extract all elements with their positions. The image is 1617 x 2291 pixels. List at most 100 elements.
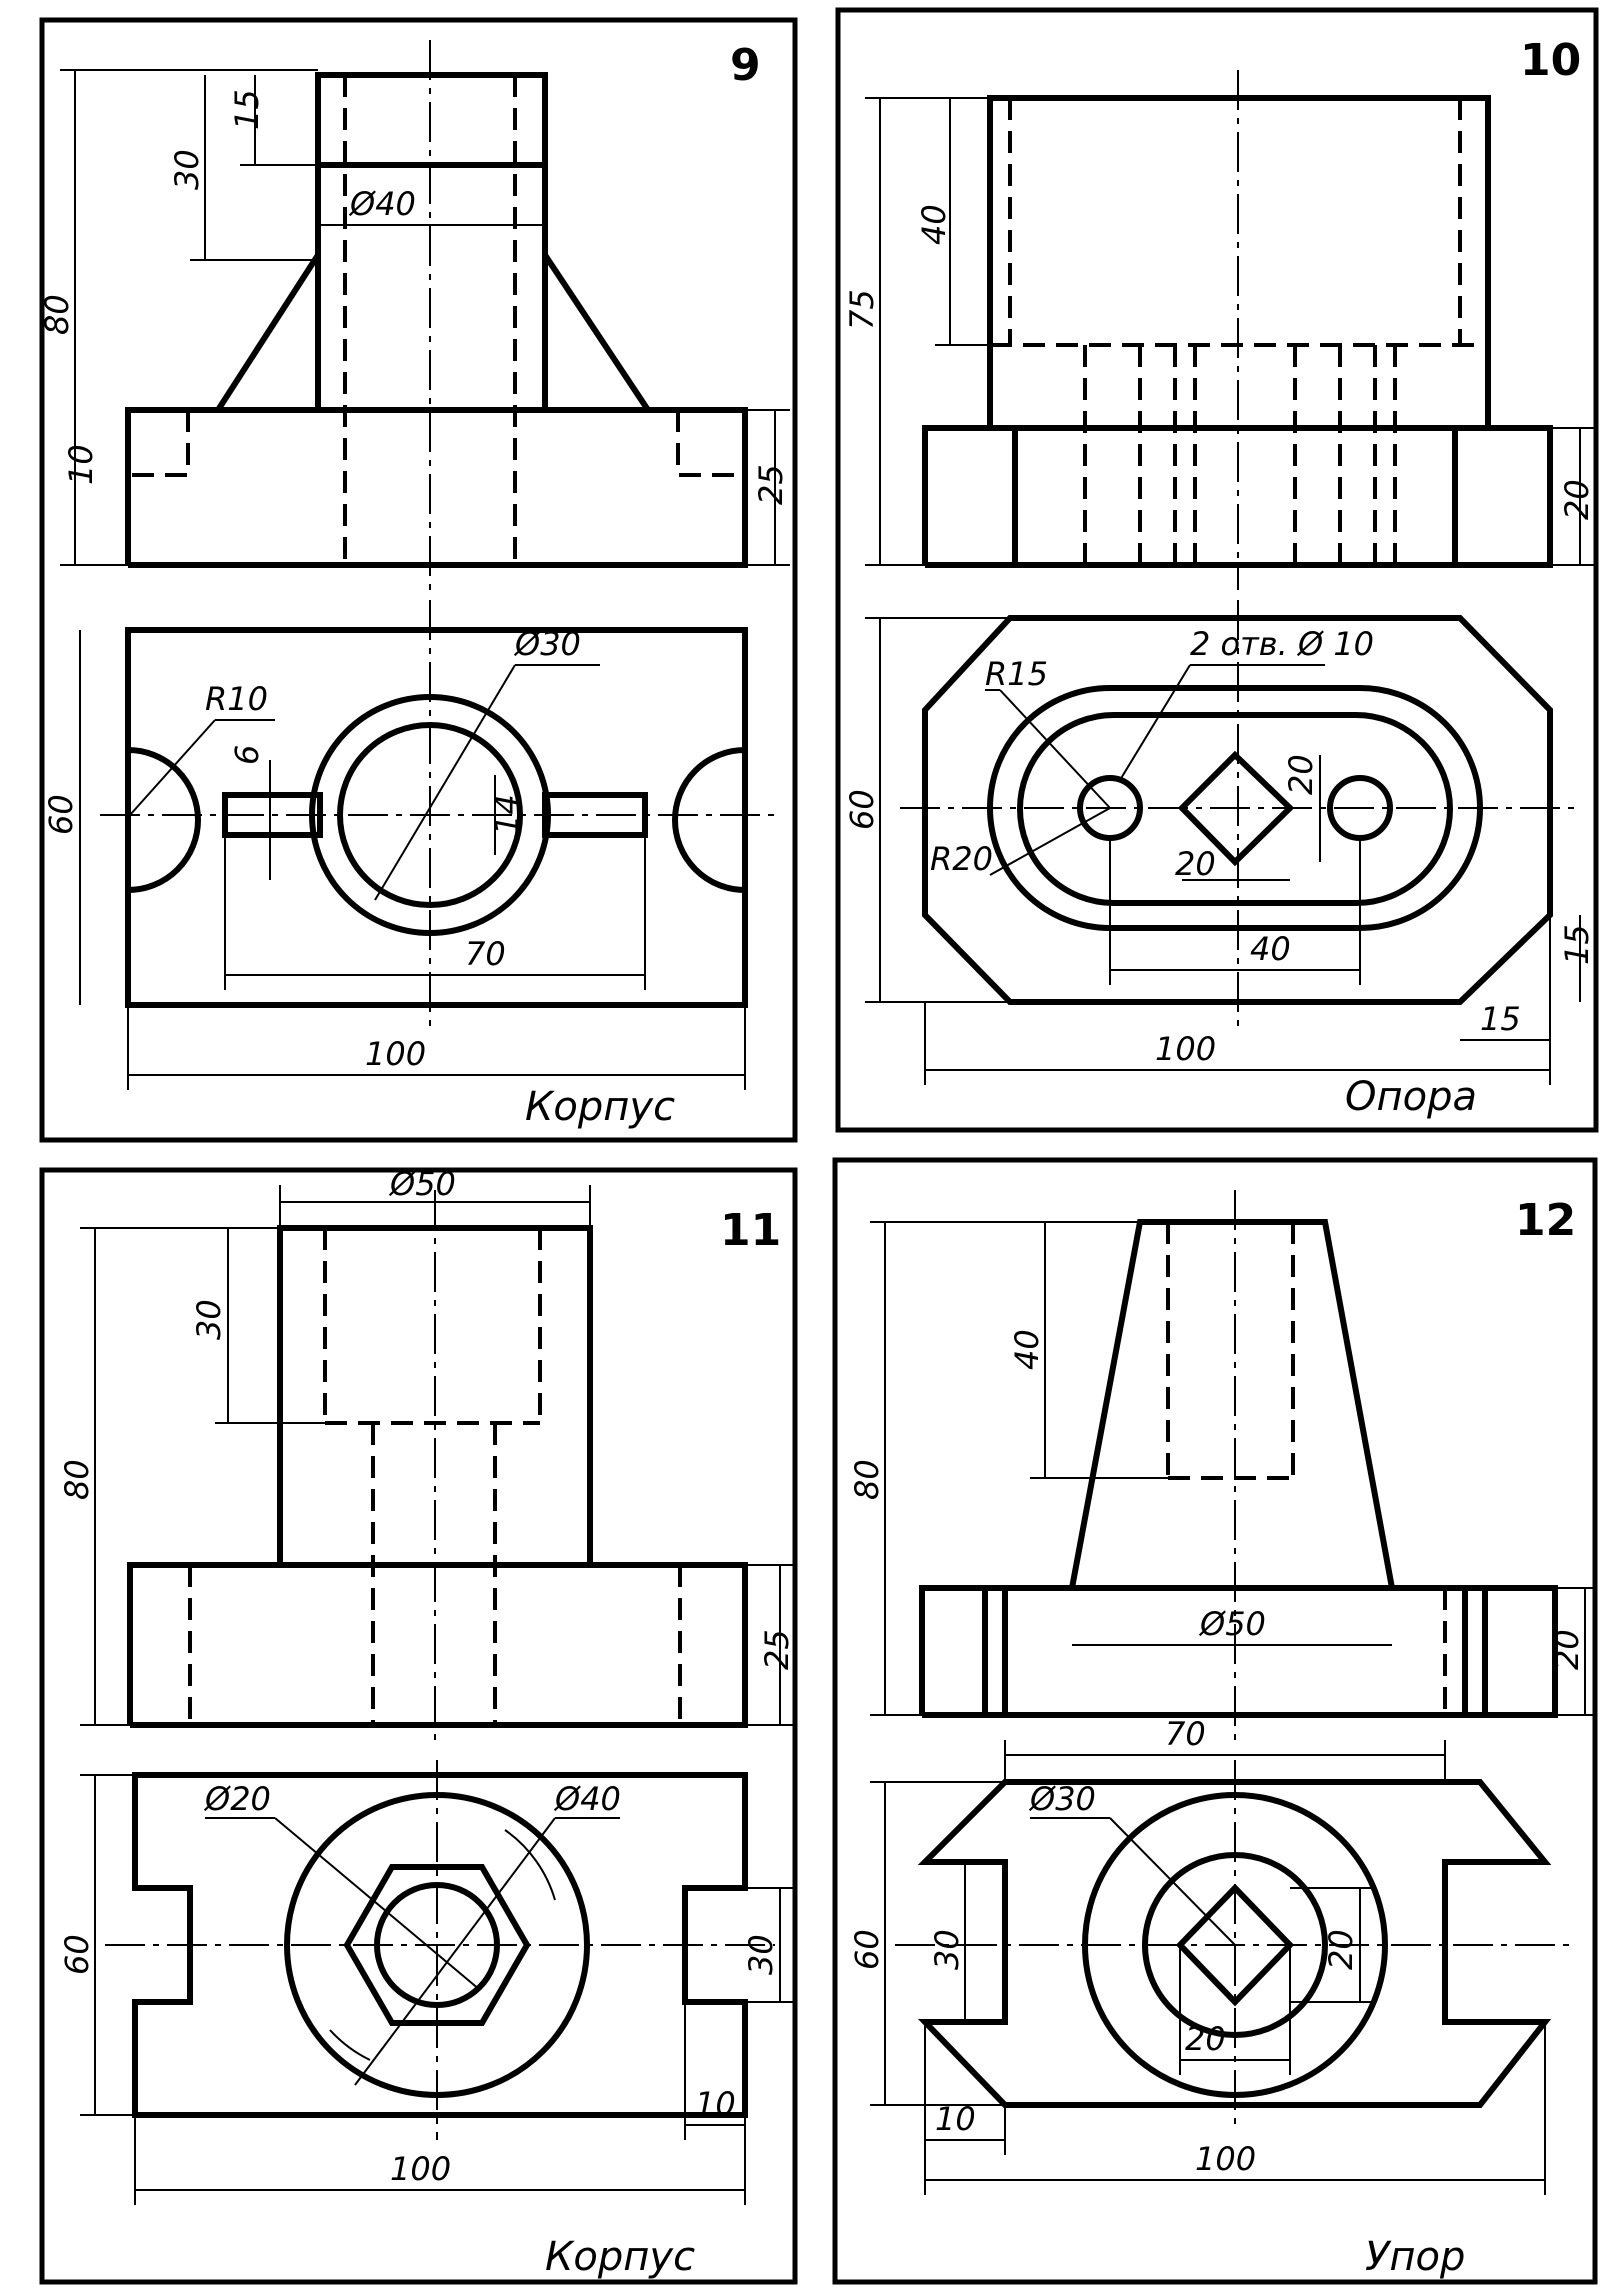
dimension-label: 20: [1548, 1629, 1586, 1670]
dimension-label: 30: [928, 1929, 966, 1970]
dimension-label: 25: [758, 1629, 796, 1670]
dimensions: [60, 69, 790, 1090]
dimension-line: [999, 689, 1111, 809]
dimension-label: R15: [985, 655, 1048, 693]
dimension-label: 30: [190, 1299, 228, 1340]
dimension-label: 80: [848, 1459, 886, 1500]
dimension-label: R10: [205, 680, 268, 718]
dimension-line: [354, 1817, 556, 2086]
drawing-title: Корпус: [525, 1084, 675, 1130]
dimension-label: 75: [843, 289, 881, 330]
dimension-label: 20: [1322, 1929, 1360, 1970]
dimension-label: R20: [930, 840, 993, 878]
outline: [917, 1779, 1552, 2108]
dimension-label: 15: [1558, 924, 1596, 965]
dimension-label: 60: [848, 1929, 886, 1970]
dimension-label: 80: [38, 294, 76, 335]
hidden-line: [128, 410, 190, 477]
outline: [127, 747, 201, 893]
dimension-label: 10: [62, 444, 100, 485]
dimension-line: [274, 1817, 481, 1991]
dimension-label: 40: [1008, 1329, 1046, 1370]
dimension-label: 20: [1282, 754, 1320, 795]
panel-frame: [835, 7, 1599, 1133]
dimension-label: Ø30: [513, 625, 581, 663]
drawing-number: 11: [720, 1205, 781, 1256]
dimension-label: 60: [58, 1934, 96, 1975]
dimension-label: Ø50: [1198, 1605, 1266, 1643]
front-view: [922, 70, 1553, 590]
dimension-label: 70: [465, 935, 506, 973]
dimension-label: 20: [1185, 2020, 1226, 2058]
top-view: [895, 1760, 1575, 2130]
dimension-line: [129, 719, 216, 816]
dimension-line: [989, 807, 1111, 876]
outline: [922, 615, 1553, 1005]
drawing-number: 10: [1520, 35, 1581, 86]
dimension-label: 80: [58, 1459, 96, 1500]
outline: [1177, 750, 1295, 867]
dimension-label: Ø50: [388, 1165, 456, 1203]
panel-frame: [39, 17, 798, 1143]
dimensions: [80, 1185, 795, 2205]
dimension-line: [504, 1829, 556, 1901]
panel-frame: [832, 1157, 1598, 2285]
top-view: [900, 600, 1575, 1030]
panel-10: 10: [835, 7, 1599, 1133]
dimension-label: Ø40: [348, 185, 416, 223]
drawing-title: Корпус: [545, 2234, 695, 2280]
dimension-label: 70: [1165, 1715, 1206, 1753]
dimension-label: 2 отв. Ø 10: [1190, 625, 1374, 663]
outline: [1175, 1883, 1295, 2007]
dimension-label: 15: [1480, 1000, 1521, 1038]
dimension-labels: 40 80 Ø50 20 70 Ø30 60 30 20 20 10 100: [848, 1329, 1586, 2178]
outline: [343, 1864, 531, 2026]
dimension-label: 25: [752, 464, 790, 505]
dimension-label: Ø20: [203, 1780, 271, 1818]
dimension-label: 100: [365, 1035, 426, 1073]
dimension-label: 60: [42, 794, 80, 835]
front-view: [919, 1190, 1558, 1740]
outline: [315, 72, 548, 410]
dimension-labels: 15 30 80 10 25 Ø40 R10 Ø30 6 14 60 70 10…: [38, 89, 790, 1073]
dimension-labels: Ø50 30 80 25 Ø20 Ø40 60 30 10 100: [58, 1165, 796, 2188]
dimensions: [870, 1221, 1595, 2195]
dimension-line: [1119, 664, 1191, 781]
dimension-label: 30: [742, 1934, 780, 1975]
front-view: [127, 1190, 748, 1745]
panel-9: 9: [38, 17, 798, 1143]
dimension-label: 30: [168, 149, 206, 190]
outline: [1069, 1219, 1395, 1589]
front-view: [125, 40, 748, 590]
dimension-label: 100: [390, 2150, 451, 2188]
dimension-label: 100: [1195, 2140, 1256, 2178]
dimension-label: 100: [1155, 1030, 1216, 1068]
dimension-line: [374, 664, 516, 901]
dimension-label: Ø40: [553, 1780, 621, 1818]
top-view: [100, 600, 775, 1030]
dimension-label: 6: [228, 745, 266, 765]
drawing-title: Опора: [1345, 1074, 1477, 1120]
dimension-label: 14: [488, 794, 526, 835]
dimension-line: [329, 2029, 371, 2061]
dimension-line: [1109, 1817, 1236, 1946]
panel-12: 12: [832, 1157, 1598, 2285]
hidden-line: [676, 410, 745, 477]
dimension-labels: 40 75 20 R15 2 отв. Ø 10 20 R20 60 20 15…: [843, 204, 1596, 1068]
panel-11: 11: [39, 1165, 798, 2285]
dimension-label: 15: [228, 89, 266, 130]
dimension-label: 40: [1250, 930, 1291, 968]
drawing-number: 12: [1515, 1195, 1576, 1246]
dimension-label: 20: [1558, 479, 1596, 520]
drawing-number: 9: [730, 40, 761, 91]
dimension-label: 10: [695, 2085, 736, 2123]
dimension-label: 40: [915, 204, 953, 245]
drawing-title: Упор: [1365, 2234, 1465, 2280]
outline: [672, 747, 746, 893]
outline: [125, 407, 748, 568]
dimension-label: 60: [843, 789, 881, 830]
outline: [542, 253, 651, 412]
dimensions: [865, 97, 1595, 1085]
outline: [125, 627, 748, 1008]
